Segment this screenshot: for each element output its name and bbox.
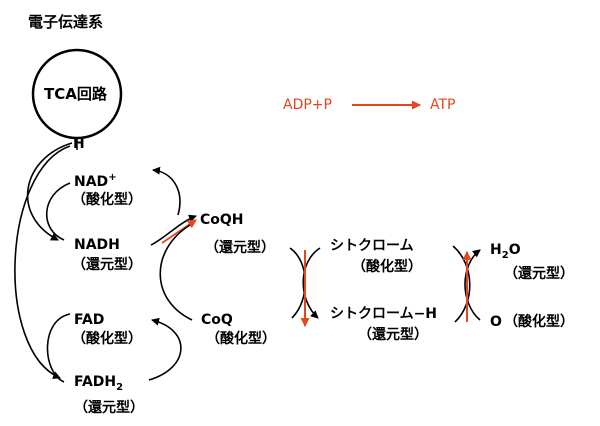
water-subscript: 2: [501, 250, 509, 261]
atp-label: ATP: [430, 97, 456, 113]
h-to-nadh-arrow: [26, 142, 73, 241]
h-to-fadh2-arrow: [14, 145, 71, 379]
nad-base: NAD: [74, 174, 109, 190]
fad-label: FAD: [74, 312, 105, 328]
fadh2-state: （還元型）: [74, 400, 144, 416]
cytochrome-reduced-label: シトクローム−H: [330, 306, 438, 322]
fad-regeneration-arrow: [148, 317, 182, 381]
nad-regeneration-arrow: [152, 166, 181, 216]
oxygen-state: （酸化型）: [504, 314, 574, 330]
nad-reduction-arc: [45, 182, 71, 241]
cytochrome-oxidized-state: （酸化型）: [352, 259, 422, 275]
diagram-title: 電子伝達系: [28, 13, 104, 31]
oxygen-label: O: [490, 314, 502, 330]
cytochrome-reduced-state: （還元型）: [358, 327, 428, 343]
fadh2-label: FADH2: [74, 374, 124, 393]
cytochrome-oxidized-label: シトクローム: [330, 238, 414, 254]
adp-p-label: ADP+P: [283, 97, 332, 113]
fadh2-subscript: 2: [116, 382, 124, 393]
nadh-to-coqh-arrow: [150, 214, 197, 246]
tca-cycle-label: TCA回路: [44, 85, 107, 103]
water-o: O: [508, 242, 521, 258]
nadh-coqh-red-arrow: [161, 219, 197, 244]
coq-state: （酸化型）: [206, 331, 276, 347]
nadh-state: （還元型）: [72, 257, 142, 273]
nad-superscript: +: [108, 172, 117, 183]
water-label: H2O: [490, 242, 521, 261]
tca-h-label: H: [73, 136, 85, 152]
oxygen-to-water-arrow: [464, 249, 481, 321]
nad-label: NAD+: [74, 172, 117, 192]
water-h: H: [490, 242, 502, 258]
fad-reduction-arc: [46, 313, 71, 383]
nad-state: （酸化型）: [72, 192, 142, 208]
coq-cycle-curve: [159, 224, 193, 321]
water-state: （還元型）: [504, 266, 574, 282]
coq-label: CoQ: [201, 312, 233, 328]
fad-state: （酸化型）: [72, 331, 142, 347]
fadh2-base: FADH: [74, 374, 117, 390]
coq-to-cytochrome-arrow: [302, 247, 321, 319]
cytochrome-oxygen-curve: [452, 245, 471, 323]
nadh-label: NADH: [74, 237, 120, 253]
coqh-state: （還元型）: [205, 240, 275, 256]
coqh-label: CoQH: [200, 212, 244, 228]
